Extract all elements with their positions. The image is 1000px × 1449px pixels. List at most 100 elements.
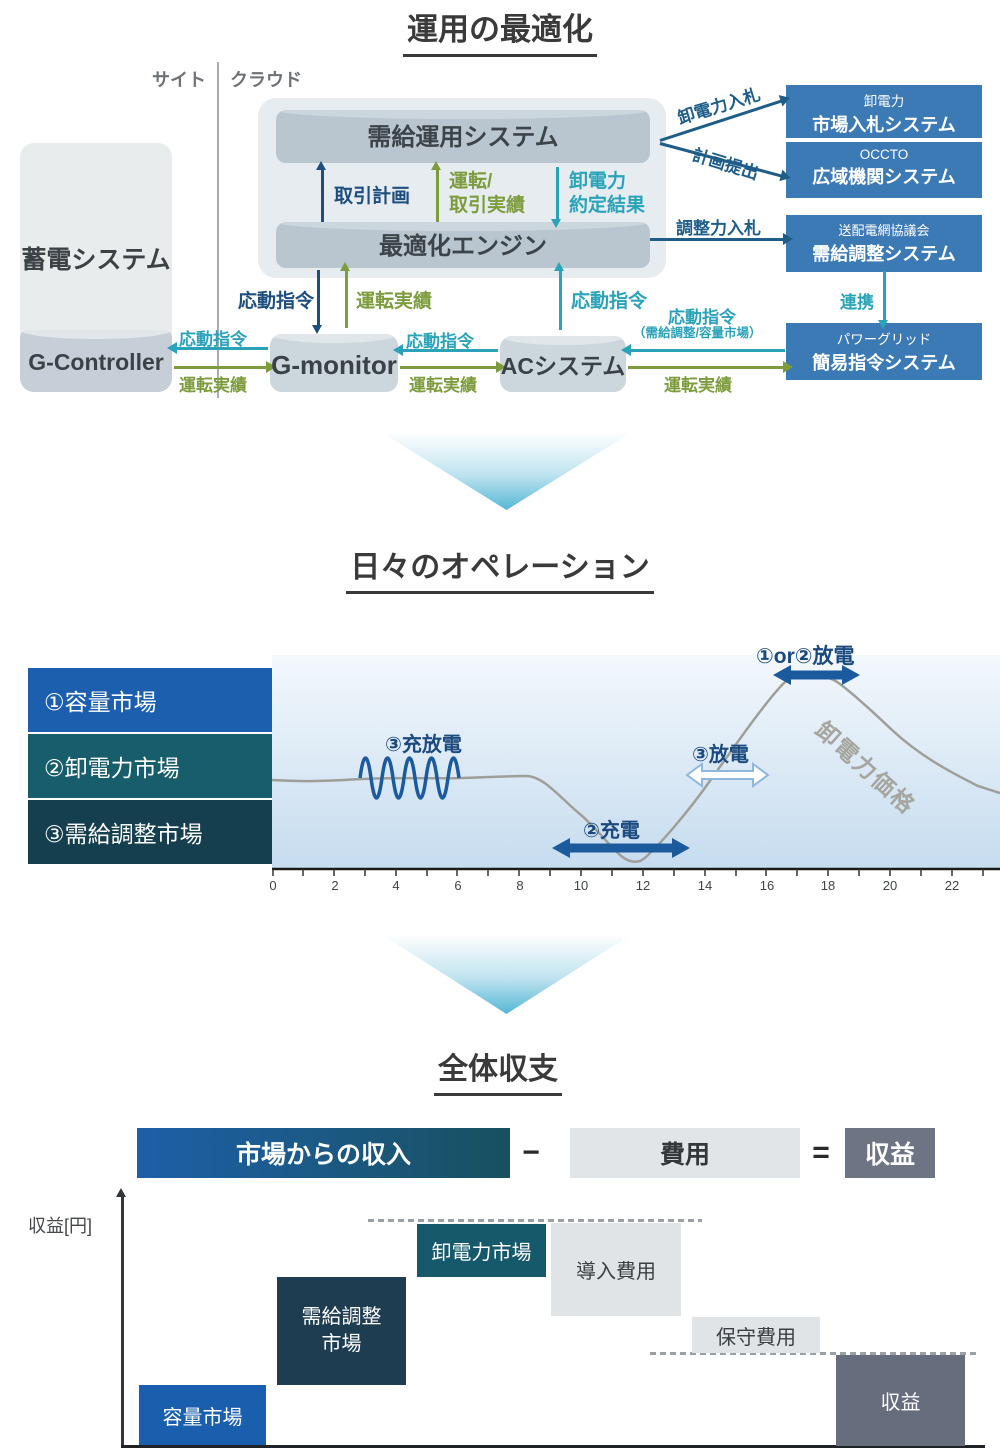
charge-discharge-wave [358,756,461,800]
formula-profit-box: 収益 [845,1128,935,1178]
daily-tick-16: 16 [759,878,775,893]
operation-results-label-right: 運転実績 [664,376,732,395]
operation-trade-results-label-1: 運転/ [449,171,493,192]
ac-system-label: ACシステム [500,353,626,379]
formula-equals-sign: = [812,1136,830,1169]
operation-trade-results-label-2: 取引実績 [449,195,526,216]
supply-demand-system-cylinder: 需給運用システム [276,110,650,163]
daily-legend: ①容量市場 ②卸電力市場 ③需給調整市場 [28,668,272,866]
response-command-label-mid: 応動指令 [406,332,474,351]
external-system-occto-line1: OCCTO [859,147,909,162]
optimization-engine-cylinder: 最適化エンジン [276,222,650,268]
daily-tick-0: 0 [269,878,277,893]
formula-minus-sign: − [522,1136,540,1169]
plan-submission-label: 計画提出 [690,145,761,184]
section1-title-wrap: 運用の最適化 [330,4,670,57]
response-command-sub-label: （需給調整/容量市場） [633,326,762,340]
daily-tick-4: 4 [392,878,400,893]
dashed-line-income-top [368,1219,702,1222]
response-command-label-left: 応動指令 [179,330,247,349]
response-command-label-right: 応動指令 [668,308,736,327]
supply-demand-system-label: 需給運用システム [367,124,559,151]
arrow-response-command-to-gcontroller [167,342,268,354]
dashed-line-profit-top [650,1352,978,1355]
daily-tick-18: 18 [820,878,836,893]
waterfall-x-axis [121,1445,985,1448]
charge-arrow [552,838,690,858]
legend-item-capacity-market: ①容量市場 [28,668,272,732]
arrow-trade-plan [316,161,326,222]
external-system-occto-line2: 広域機関システム [812,167,956,187]
external-system-market-bid-line2: 市場入札システム [812,115,956,135]
section1-title: 運用の最適化 [403,4,597,57]
optimization-engine-label: 最適化エンジン [379,233,547,260]
bar-installation-cost: 導入費用 [551,1223,681,1316]
legend-item-adjustment-market: ③需給調整市場 [28,800,272,864]
waterfall-y-axis-label: 収益[円] [28,1216,93,1236]
arrow-adjustment-bid [650,233,793,245]
separator-triangle-1 [381,432,632,510]
ac-system-cylinder: ACシステム [500,336,626,392]
balance-title-wrap: 全体収支 [398,1044,598,1096]
g-controller-box: G-Controller [20,330,172,392]
legend-item-wholesale-market: ②卸電力市場 [28,734,272,798]
formula-cost-box: 費用 [570,1128,800,1178]
daily-tick-14: 14 [697,878,713,893]
external-system-occto: OCCTO 広域機関システム [786,142,982,198]
arrow-cooperation [878,271,888,329]
bar-profit-label: 収益 [880,1392,921,1414]
g-monitor-label: G-monitor [271,350,397,380]
bar-adjustment-market-label-2: 市場 [321,1333,362,1355]
arrow-operation-results-to-grid [628,361,793,373]
daily-x-ticks [272,869,984,876]
arrow-operation-results-to-ac [400,361,506,373]
cooperation-label: 連携 [840,293,874,312]
discharge-adjust-arrow [685,762,770,788]
daily-tick-2: 2 [331,878,339,893]
site-label: サイト [152,70,206,90]
bar-capacity-market: 容量市場 [139,1385,266,1445]
adjustment-bid-label: 調整力入札 [676,219,761,238]
bar-adjustment-market-label-1: 需給調整 [301,1306,382,1328]
external-system-market-bid: 卸電力 市場入札システム [786,85,982,138]
bar-maintenance-cost-label: 保守費用 [716,1326,796,1349]
operation-results-green-label: 運転実績 [356,291,433,312]
wholesale-contract-label-2: 約定結果 [569,195,646,216]
formula-income-box: 市場からの収入 [137,1128,510,1178]
arrow-wholesale-contract-results [551,167,561,228]
daily-title-wrap: 日々のオペレーション [300,542,700,594]
external-system-market-bid-line1: 卸電力 [863,94,905,109]
arrow-operation-results-gmonitor [340,262,350,328]
g-monitor-cylinder: G-monitor [270,334,398,392]
annotation-charge-discharge: ③充放電 [385,734,462,756]
bar-profit: 収益 [836,1355,965,1446]
discharge-peak-arrow [773,665,860,685]
response-command-teal-label: 応動指令 [571,291,648,312]
trade-plan-label: 取引計画 [334,186,411,207]
separator-triangle-2 [381,934,632,1014]
daily-tick-22: 22 [944,878,960,893]
external-system-adjustment-line2: 需給調整システム [812,244,956,264]
external-system-power-grid-line2: 簡易指令システム [812,353,956,373]
bar-capacity-market-label: 容量市場 [162,1406,243,1429]
daily-tick-8: 8 [516,878,524,893]
wholesale-contract-label-1: 卸電力 [569,171,627,192]
arrow-operation-trade-results [431,161,441,222]
arrow-response-command-gmonitor [312,270,322,334]
arrow-operation-results-to-gmonitor [174,361,276,373]
bar-wholesale-market-label: 卸電力市場 [431,1242,532,1264]
price-curve [272,673,1000,863]
arrow-response-command-ac [554,262,564,330]
chart-background [272,655,1000,869]
bar-wholesale-market: 卸電力市場 [417,1224,546,1277]
operation-results-label-mid: 運転実績 [409,376,477,395]
external-system-adjustment-line1: 送配電網協議会 [838,223,930,238]
bar-installation-cost-label: 導入費用 [576,1261,656,1283]
external-system-power-grid-line1: パワーグリッド [836,332,932,347]
bar-adjustment-market: 需給調整 市場 [277,1277,406,1385]
external-system-power-grid: パワーグリッド 簡易指令システム [786,323,982,380]
cloud-label: クラウド [230,70,302,90]
daily-tick-12: 12 [635,878,651,893]
waterfall-y-axis [116,1188,126,1447]
